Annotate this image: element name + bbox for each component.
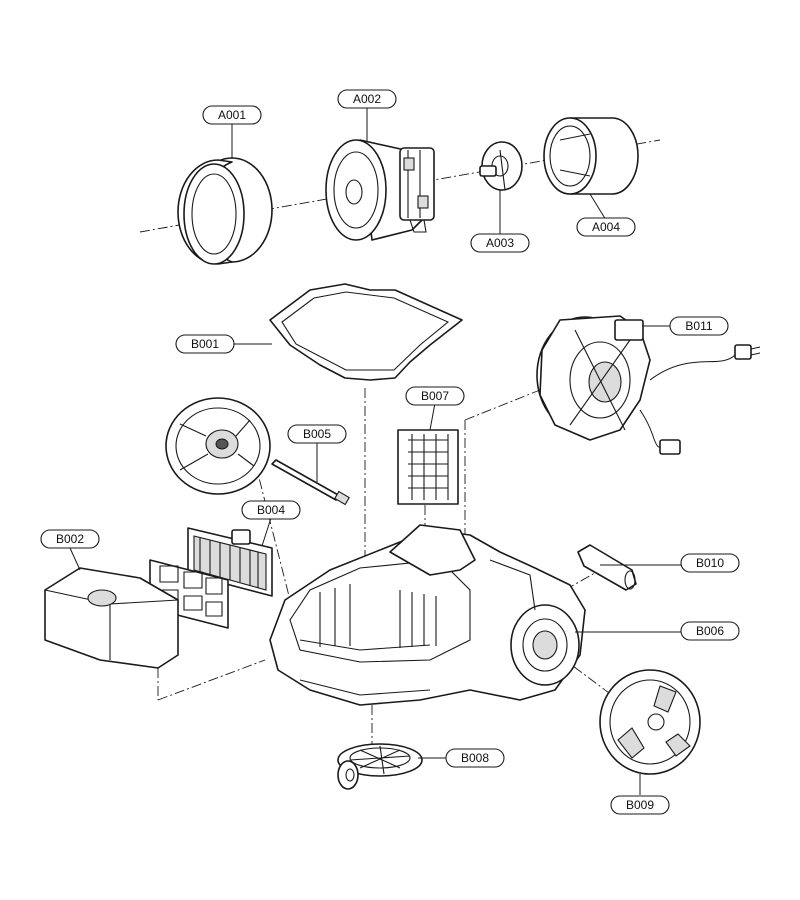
dust-bag-gasket: [269, 283, 463, 381]
label-b001: B001: [175, 334, 235, 354]
label-b004: B004: [241, 500, 301, 520]
label-a001: A001: [202, 105, 262, 125]
label-b005-text: B005: [303, 427, 331, 441]
label-b010: B010: [680, 553, 740, 573]
label-b006: B006: [680, 621, 740, 641]
label-b002: B002: [40, 529, 100, 549]
wheel-axis-line: [544, 644, 626, 706]
carry-handle: [577, 544, 637, 591]
label-a002: A002: [337, 89, 397, 109]
hepa-filter: [187, 527, 273, 597]
motor-front-ring: [177, 157, 273, 265]
grille-holes: [408, 434, 449, 500]
rear-wheel-line: [254, 461, 291, 601]
label-b011-text: B011: [685, 319, 712, 333]
label-a001-text: A001: [218, 108, 246, 122]
rear-wheel: [165, 397, 271, 495]
front-caster: [337, 743, 423, 790]
cord-reel: [536, 315, 761, 455]
label-b007-text: B007: [421, 389, 449, 403]
motor: [325, 139, 435, 241]
cord-reel-line-top: [464, 389, 541, 421]
label-b004-text: B004: [257, 503, 285, 517]
leader-lines: [69, 108, 681, 795]
motor-rear-cover: [543, 117, 639, 195]
side-wheel: [599, 669, 701, 775]
label-b011: B011: [669, 316, 729, 336]
label-b007: B007: [405, 386, 465, 406]
main-body: [269, 524, 586, 706]
label-b008-text: B008: [461, 751, 489, 765]
label-a003-text: A003: [486, 236, 514, 250]
exhaust-grille: [397, 429, 459, 505]
label-b006-text: B006: [696, 624, 724, 638]
exhaust-cover: [44, 567, 179, 669]
label-b009: B009: [610, 795, 670, 815]
label-a004-text: A004: [592, 220, 620, 234]
label-b009-text: B009: [626, 798, 654, 812]
label-b010-text: B010: [696, 556, 724, 570]
label-a004: A004: [576, 217, 636, 237]
impeller-plate: [479, 141, 523, 191]
label-b008: B008: [445, 748, 505, 768]
label-b001-text: B001: [191, 337, 219, 351]
cover-join-line: [157, 659, 266, 701]
label-a002-text: A002: [353, 92, 381, 106]
label-a003: A003: [470, 233, 530, 253]
body-ribs: [319, 584, 437, 648]
label-b002-text: B002: [56, 532, 84, 546]
label-b005: B005: [287, 424, 347, 444]
brush-rod: [271, 459, 350, 506]
